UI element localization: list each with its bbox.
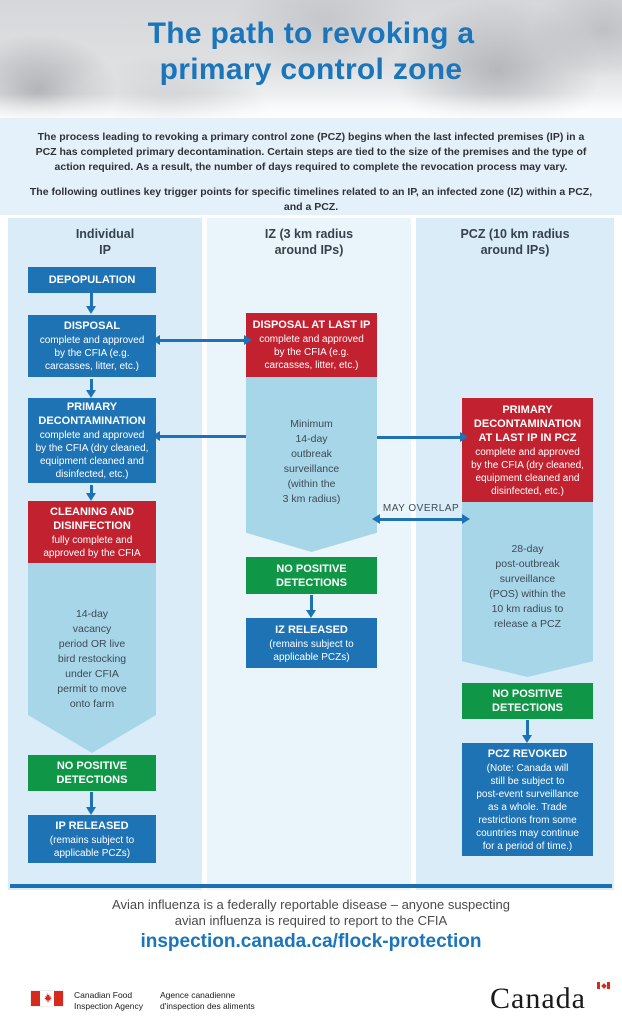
canada-wordmark: Canada — [490, 982, 614, 1016]
no-positive-detections-box-ip: NO POSITIVE DETECTIONS — [28, 755, 156, 791]
primary-decontamination-title: PRIMARY DECONTAMINATION — [38, 401, 146, 427]
primary-decontamination-pcz-title: PRIMARY DECONTAMINATION AT LAST IP IN PC… — [473, 403, 582, 444]
iz-released-box: IZ RELEASED (remains subject to applicab… — [246, 618, 377, 668]
cleaning-disinfection-box: CLEANING AND DISINFECTION fully complete… — [28, 501, 156, 563]
arrow-down-icon — [522, 720, 532, 743]
arrow-down-icon — [86, 792, 96, 815]
disposal-title: DISPOSAL — [63, 320, 121, 332]
arrow-both-may-overlap-icon — [372, 514, 470, 524]
cleaning-disinfection-body: fully complete and approved by the CFIA — [43, 534, 141, 559]
iz-released-title: IZ RELEASED — [275, 623, 348, 636]
arrow-down-icon — [86, 293, 96, 314]
pcz-revoked-title: PCZ REVOKED — [487, 747, 568, 760]
flock-protection-link[interactable]: inspection.canada.ca/flock-protection — [140, 931, 482, 952]
depopulation-box: DEPOPULATION — [28, 267, 156, 293]
iz-surveillance-timeline-chevron: Minimum 14-day outbreak surveillance (wi… — [246, 377, 377, 552]
arrow-down-icon — [86, 485, 96, 501]
disposal-box: DISPOSAL complete and approved by the CF… — [28, 315, 156, 377]
footer-divider — [10, 884, 612, 888]
no-positive-detections-title: NO POSITIVE DETECTIONS — [56, 760, 128, 786]
maple-leaf-icon — [40, 991, 54, 1006]
primary-decontamination-pcz-body: complete and approved by the CFIA (dry c… — [471, 446, 584, 497]
ip-released-body: (remains subject to applicable PCZs) — [49, 834, 135, 859]
page-title-line1: The path to revoking a — [147, 17, 475, 50]
intro-paragraph-2: The following outlines key trigger point… — [29, 186, 593, 213]
no-positive-detections-box-pcz: NO POSITIVE DETECTIONS — [462, 683, 593, 719]
column-header-iz: IZ (3 km radius around IPs) — [264, 227, 354, 257]
pcz-surveillance-timeline-chevron: 28-day post-outbreak surveillance (POS) … — [462, 502, 593, 677]
primary-decontamination-box: PRIMARY DECONTAMINATION complete and app… — [28, 398, 156, 483]
arrow-down-icon — [86, 379, 96, 398]
arrow-down-icon — [306, 595, 316, 618]
page-title: The path to revoking a primary control z… — [0, 16, 622, 88]
reportable-disease-notice: Avian influenza is a federally reportabl… — [112, 897, 510, 928]
photo-fade — [0, 94, 622, 120]
column-header-individual-ip: Individual IP — [75, 227, 135, 257]
iz-released-body: (remains subject to applicable PCZs) — [269, 638, 354, 663]
disposal-at-last-ip-body: complete and approved by the CFIA (e.g. … — [259, 334, 364, 371]
disposal-body: complete and approved by the CFIA (e.g. … — [39, 335, 145, 372]
arrow-both-disposal-icon — [152, 335, 252, 345]
canada-flag-icon — [30, 990, 64, 1007]
primary-decontamination-pcz-box: PRIMARY DECONTAMINATION AT LAST IP IN PC… — [462, 398, 593, 502]
depopulation-title: DEPOPULATION — [48, 274, 136, 286]
ip-released-title: IP RELEASED — [55, 819, 129, 832]
disposal-at-last-ip-title: DISPOSAL AT LAST IP — [252, 319, 371, 331]
flag-right-bar — [54, 991, 63, 1006]
intro-panel: The process leading to revoking a primar… — [0, 118, 622, 215]
may-overlap-label: MAY OVERLAP — [382, 503, 460, 514]
arrow-right-primary-decon-pcz-icon — [377, 432, 468, 442]
no-positive-detections-box-iz: NO POSITIVE DETECTIONS — [246, 557, 377, 594]
cfia-name-french: Agence canadienne d'inspection des alime… — [160, 990, 255, 1011]
column-header-pcz: PCZ (10 km radius around IPs) — [460, 227, 570, 257]
cfia-name-english: Canadian Food Inspection Agency — [74, 990, 143, 1011]
no-positive-detections-title: NO POSITIVE DETECTIONS — [492, 688, 563, 714]
disposal-at-last-ip-box: DISPOSAL AT LAST IP complete and approve… — [246, 313, 377, 377]
page-title-line2: primary control zone — [159, 53, 463, 86]
intro-paragraph-1: The process leading to revoking a primar… — [35, 131, 587, 173]
flag-left-bar — [31, 991, 40, 1006]
wordmark-flag-icon — [597, 982, 610, 989]
ip-released-box: IP RELEASED (remains subject to applicab… — [28, 815, 156, 863]
pcz-revoked-box: PCZ REVOKED (Note: Canada will still be … — [462, 743, 593, 856]
canada-wordmark-text: Canada — [490, 982, 586, 1015]
ip-vacancy-timeline-chevron: 14-day vacancy period OR live bird resto… — [28, 563, 156, 753]
primary-decontamination-body: complete and approved by the CFIA (dry c… — [35, 430, 149, 480]
no-positive-detections-title: NO POSITIVE DETECTIONS — [276, 562, 347, 589]
pcz-revoked-body: (Note: Canada will still be subject to p… — [476, 762, 579, 852]
arrow-left-primary-decon-icon — [152, 431, 246, 441]
header-photo — [0, 0, 622, 120]
cleaning-disinfection-title: CLEANING AND DISINFECTION — [50, 505, 134, 532]
